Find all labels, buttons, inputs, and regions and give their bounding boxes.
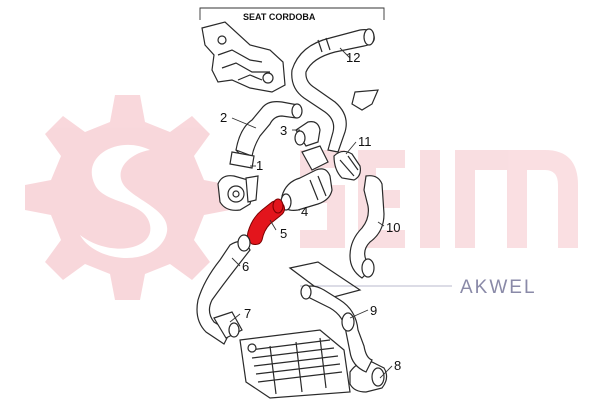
model-bracket: SEAT CORDOBA — [199, 7, 385, 22]
callout-8: 8 — [394, 358, 401, 373]
callout-1: 1 — [256, 158, 263, 173]
elbow-part-8 — [349, 361, 388, 393]
callout-4: 4 — [301, 204, 308, 219]
callout-10: 10 — [386, 220, 400, 235]
clamp-part-11 — [333, 150, 361, 181]
intercooler — [239, 329, 351, 399]
connector-part-4 — [280, 145, 333, 211]
callout-5: 5 — [280, 226, 287, 241]
hose-part-6 — [196, 234, 251, 345]
callout-12: 12 — [346, 50, 360, 65]
hose-part-5-highlighted — [247, 198, 285, 245]
leader-lines — [229, 47, 393, 379]
throttle-part-1 — [217, 175, 259, 211]
hose-part-10 — [349, 175, 385, 279]
hose-part-3 — [294, 121, 321, 147]
hose-part-12 — [291, 28, 379, 153]
callout-6: 6 — [242, 259, 249, 274]
model-label: SEAT CORDOBA — [243, 12, 316, 22]
akwel-wordmark: AKWEL — [460, 277, 537, 298]
callout-7: 7 — [244, 306, 251, 321]
callout-3: 3 — [280, 123, 287, 138]
hose-part-2 — [229, 101, 303, 169]
callout-9: 9 — [370, 303, 377, 318]
callout-11: 11 — [358, 134, 372, 149]
gear-logo-watermark — [25, 95, 230, 300]
callout-2: 2 — [220, 110, 227, 125]
intake-manifold — [201, 21, 286, 93]
